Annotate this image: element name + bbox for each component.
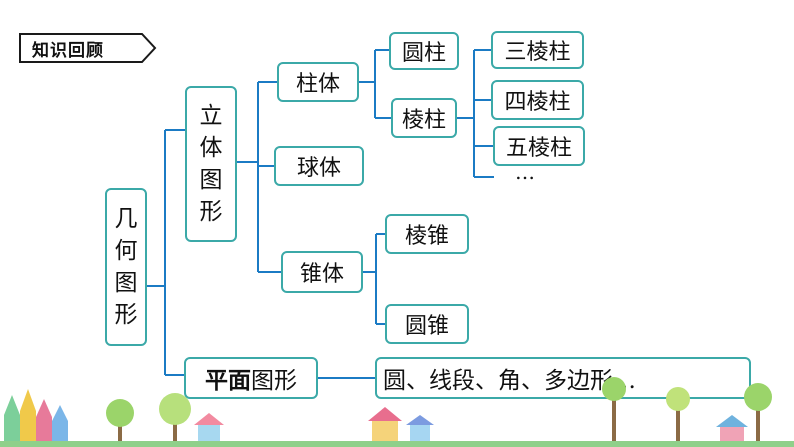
node-sphere: 球体 xyxy=(274,146,364,186)
node-tri-prism: 三棱柱 xyxy=(491,31,584,69)
node-prism: 棱柱 xyxy=(391,98,457,138)
node-prism-group: 柱体 xyxy=(277,62,359,102)
node-geometry-shapes: 几 何 图 形 xyxy=(105,188,147,346)
plane-label-bold: 平面 xyxy=(205,367,251,394)
node-cylinder: 圆柱 xyxy=(389,32,459,70)
line-cone-group xyxy=(362,233,386,325)
grass-strip xyxy=(0,441,794,447)
node-pyramid: 棱锥 xyxy=(385,214,469,254)
line-prism-group xyxy=(358,49,392,119)
houses-right-illustration xyxy=(368,377,772,447)
badge-outline xyxy=(19,33,157,63)
line-prism-types xyxy=(456,49,494,178)
node-penta-prism: 五棱柱 xyxy=(493,126,585,166)
solid-char-1: 立 xyxy=(199,103,223,129)
node-plane-examples: 圆、线段、角、多边形… xyxy=(375,357,751,399)
root-char-3: 图 xyxy=(114,270,138,296)
line-root xyxy=(146,129,186,376)
solid-char-2: 体 xyxy=(199,135,223,161)
footer-scenery xyxy=(0,377,794,447)
solid-char-4: 形 xyxy=(199,199,223,225)
node-quad-prism: 四棱柱 xyxy=(491,80,584,120)
node-cone: 圆锥 xyxy=(385,304,469,344)
node-cone-group: 锥体 xyxy=(281,251,363,293)
solid-char-3: 图 xyxy=(199,167,223,193)
plane-label-rest: 图形 xyxy=(251,368,297,394)
more-prisms-ellipsis: … xyxy=(515,160,536,184)
trees-left-illustration xyxy=(106,393,224,447)
root-char-2: 何 xyxy=(114,238,138,264)
line-solid xyxy=(236,81,282,273)
section-badge: 知识回顾 xyxy=(18,32,157,63)
root-char-1: 几 xyxy=(114,206,138,232)
pencils-illustration xyxy=(4,389,68,447)
node-plane-figures: 平面图形 xyxy=(184,357,318,399)
node-solid-figures: 立 体 图 形 xyxy=(185,86,237,242)
root-char-4: 形 xyxy=(114,302,138,328)
badge-label: 知识回顾 xyxy=(32,41,104,61)
